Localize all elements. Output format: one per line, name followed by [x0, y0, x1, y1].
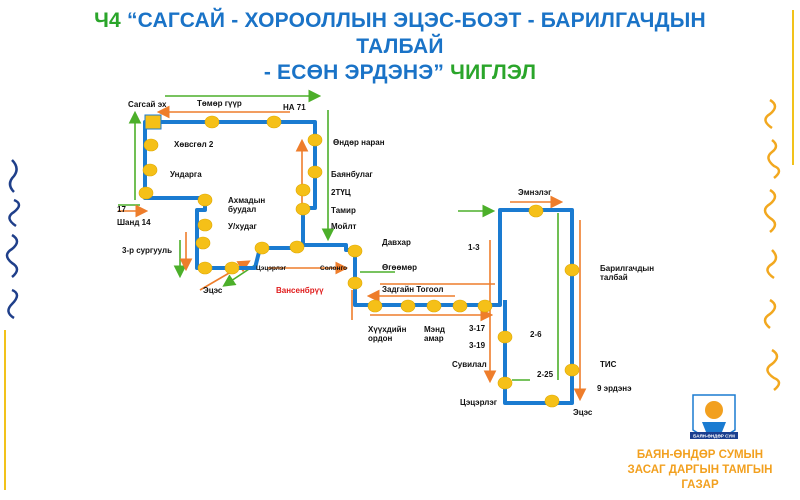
stop-label-bayanbulag: Баянбулаг [331, 170, 373, 179]
stop-label-vansenbrug: Вансенбрүү [276, 286, 324, 295]
stop-label-undur-naran: Өндөр наран [333, 138, 385, 147]
stop-label-17: 17 [117, 205, 126, 214]
title-suffix: ЧИГЛЭЛ [450, 61, 537, 84]
stop-label-davkhar: Давхар [382, 238, 411, 247]
city-logo: БАЯН-ӨНДӨР СУМ [690, 394, 738, 439]
stop-label-9-erdene: 9 эрдэнэ [597, 384, 632, 393]
stop-label-barilgachdyn-talbai: Барилгачдын талбай [600, 264, 655, 282]
route-code: Ч4 [94, 9, 121, 32]
stop-label-moilt: Мойлт [331, 222, 357, 231]
organization-name: БАЯН-ӨНДӨР СУМЫН ЗАСАГ ДАРГЫН ТАМГЫН ГАЗ… [610, 448, 790, 493]
stop-label-tomor-guur: Төмөр гүүр [197, 99, 242, 108]
route-line-west [143, 120, 303, 270]
stop-label-2tuts: 2ТҮЦ [331, 188, 351, 197]
stop-label-1-3: 1-3 [468, 243, 480, 252]
stop-label-etses1: Эцэс [203, 286, 223, 295]
stop-label-tsetserleg1: Цэцэрлэг [256, 265, 287, 272]
left-ornament [4, 159, 21, 490]
terminal-stop [144, 114, 162, 130]
stop-label-tsetserleg2: Цэцэрлэг [460, 398, 498, 407]
stop-label-mend-amar: Мэнд амар [424, 325, 445, 343]
logo-text: БАЯН-ӨНДӨР СУМ [693, 434, 735, 439]
title-line1: “САГСАЙ - ХОРООЛЛЫН ЭЦЭС-БОЭТ - БАРИЛГАЧ… [126, 9, 706, 58]
stop-label-2-6: 2-6 [530, 330, 542, 339]
stop-label-khovsgol2: Хөвсгөл 2 [174, 140, 214, 149]
stop-label-3r-surguuli: 3-р сургууль [122, 246, 173, 255]
stop-label-3-19: 3-19 [469, 341, 486, 350]
stop-label-na71: НА 71 [283, 103, 306, 112]
stop-label-suvilal: Сувилал [452, 360, 487, 369]
stop-label-ukhudag: У/худаг [228, 222, 257, 231]
org-line2: ЗАСАГ ДАРГЫН ТАМГЫН [627, 464, 773, 476]
stop-label-akhmadyn-buudal: Ахмадын буудал [228, 196, 266, 214]
stop-label-tamir: Тамир [331, 206, 356, 215]
stop-label-ugoomor: Өгөөмөр [382, 263, 418, 272]
title-line2: - ЕСӨН ЭРДЭНЭ” [263, 61, 445, 84]
stop-label-2-25: 2-25 [537, 370, 554, 379]
page-title: Ч4 “САГСАЙ - ХОРООЛЛЫН ЭЦЭС-БОЭТ - БАРИЛ… [60, 8, 740, 86]
stop-markers [138, 115, 580, 408]
org-line3: ГАЗАР [681, 479, 719, 491]
stop-label-solongo: Солонго [320, 265, 348, 272]
stop-label-sagsai: Сагсай эх [128, 100, 167, 109]
stop-label-khuukhdiin-ordon: Хүүхдийн ордон [368, 325, 407, 343]
org-line1: БАЯН-ӨНДӨР СУМЫН [636, 449, 764, 461]
route-line [155, 120, 574, 405]
stop-label-etses2: Эцэс [573, 408, 593, 417]
stop-label-tis: ТИС [600, 360, 617, 369]
stop-label-zadgai-togool: Задгайн Тогоол [382, 285, 444, 294]
stop-label-3-17: 3-17 [469, 324, 486, 333]
stop-label-undarga: Ундарга [170, 170, 202, 179]
orange-direction-arrows [118, 105, 587, 402]
stop-label-shand14: Шанд 14 [117, 218, 151, 227]
stop-label-emneleg: Эмнэлэг [518, 188, 552, 197]
right-ornament [763, 10, 794, 391]
